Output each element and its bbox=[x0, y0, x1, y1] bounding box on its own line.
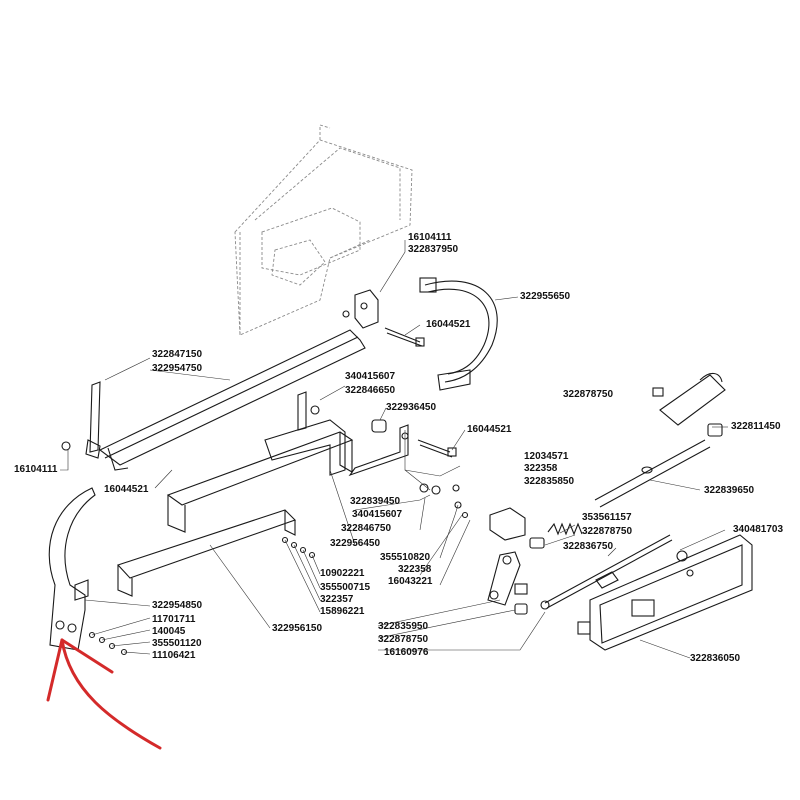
part-curved-strap bbox=[419, 277, 498, 391]
part-long-bar-lower bbox=[117, 509, 297, 597]
part-label: 16160976 bbox=[384, 647, 429, 658]
part-rail-upper bbox=[61, 329, 366, 471]
ghost-housing bbox=[234, 124, 413, 336]
leader-lines bbox=[60, 240, 728, 659]
part-plate-assembly bbox=[577, 534, 753, 651]
part-bolt-right bbox=[417, 439, 457, 458]
part-label: 322358 bbox=[524, 463, 558, 474]
part-label: 16043221 bbox=[388, 576, 433, 587]
part-label: 16044521 bbox=[467, 424, 512, 435]
part-lever-plate bbox=[487, 551, 528, 615]
part-label: 322847150 bbox=[152, 349, 203, 360]
part-label: 322846750 bbox=[341, 523, 392, 534]
part-curved-plate bbox=[48, 487, 128, 656]
part-label: 340415607 bbox=[352, 509, 403, 520]
part-label: 322839450 bbox=[350, 496, 401, 507]
part-bracket-small bbox=[342, 289, 379, 329]
part-label: 322955650 bbox=[520, 291, 571, 302]
part-label: 322846650 bbox=[345, 385, 396, 396]
part-label: 322836750 bbox=[563, 541, 614, 552]
part-label: 322954750 bbox=[152, 363, 203, 374]
part-label: 16044521 bbox=[104, 484, 149, 495]
part-hardware-stack bbox=[281, 484, 469, 559]
part-label: 355500715 bbox=[320, 582, 371, 593]
part-label: 322956150 bbox=[272, 623, 323, 634]
part-label: 10902221 bbox=[320, 568, 365, 579]
part-label: 11106421 bbox=[152, 650, 196, 661]
part-label: 12034571 bbox=[524, 451, 569, 462]
highlight-arrow bbox=[46, 638, 162, 750]
part-long-bar-mid bbox=[166, 431, 354, 533]
part-label: 322878750 bbox=[563, 389, 614, 400]
part-label: 340415607 bbox=[345, 371, 396, 382]
part-label: 322878750 bbox=[378, 634, 429, 645]
part-label: 322357 bbox=[320, 594, 354, 605]
part-spacer bbox=[371, 419, 387, 433]
part-rod bbox=[540, 534, 673, 610]
part-label: 355501120 bbox=[152, 638, 202, 649]
part-spring bbox=[547, 522, 583, 536]
part-label: 322836050 bbox=[690, 653, 741, 664]
part-label: 322358 bbox=[398, 564, 432, 575]
part-label: 16044521 bbox=[426, 319, 471, 330]
part-label: 355510820 bbox=[380, 552, 431, 563]
part-label: 11701711 bbox=[152, 614, 196, 625]
part-label: 322837950 bbox=[408, 244, 459, 255]
part-label: 340481703 bbox=[733, 524, 784, 535]
part-label: 140045 bbox=[152, 626, 186, 637]
part-label: 16104111 bbox=[14, 464, 58, 475]
part-label: 322936450 bbox=[386, 402, 437, 413]
part-label: 322839650 bbox=[704, 485, 755, 496]
part-shaft bbox=[594, 439, 711, 508]
part-label: 16104111 bbox=[408, 232, 452, 243]
part-angle-bracket bbox=[348, 424, 441, 495]
part-label: 15896221 bbox=[320, 606, 365, 617]
part-label: 322878750 bbox=[582, 526, 633, 537]
part-label: 322956450 bbox=[330, 538, 381, 549]
part-block bbox=[489, 507, 545, 549]
part-label: 322835850 bbox=[524, 476, 575, 487]
part-label: 322811450 bbox=[731, 421, 781, 432]
part-middle-bracket bbox=[264, 391, 346, 476]
part-label: 322954850 bbox=[152, 600, 203, 611]
part-label: 322835950 bbox=[378, 621, 429, 632]
part-linkage-right bbox=[652, 372, 726, 437]
part-bolt-upper bbox=[384, 327, 425, 347]
part-label: 353561157 bbox=[582, 512, 632, 523]
part-ring bbox=[676, 550, 688, 562]
